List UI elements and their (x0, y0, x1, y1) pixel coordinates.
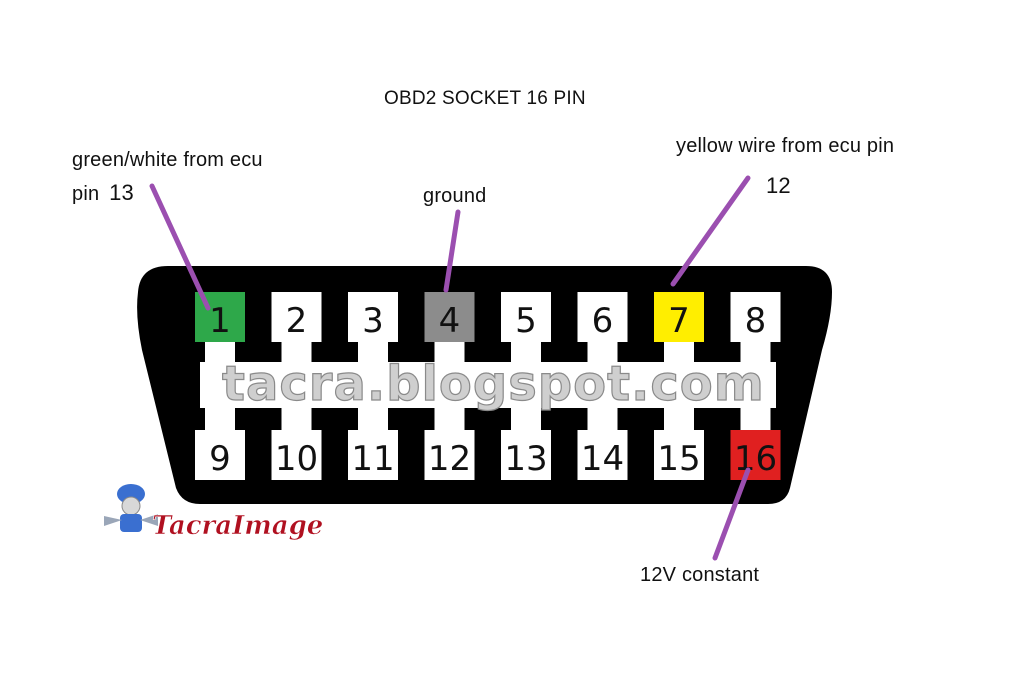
pin-8-tab (740, 340, 771, 364)
pin-4-tab (434, 340, 465, 364)
pin-7-tab (664, 340, 694, 364)
pin-11-box (348, 430, 398, 480)
pin4-pointer-line (443, 209, 461, 293)
connector-center-channel (200, 362, 776, 408)
pin-6-box (577, 292, 628, 342)
diagram-title: OBD2 SOCKET 16 PIN (384, 88, 586, 109)
pin-3-number: 3 (362, 301, 384, 341)
pin1-label-prefix: pin (72, 183, 100, 205)
pin-11-tab (358, 406, 388, 432)
pin-1-number: 1 (209, 301, 231, 341)
pin-9: 9 (195, 406, 245, 480)
pin-3: 3 (348, 292, 398, 364)
pin16-pointer-line (712, 467, 751, 561)
pin-11: 11 (348, 406, 398, 480)
pin-10: 10 (271, 406, 322, 480)
pin-2: 2 (271, 292, 322, 364)
pin7-label-line1: yellow wire from ecu pin (676, 135, 895, 157)
pin-12-tab (434, 406, 465, 432)
pin-7: 7 (654, 292, 704, 364)
pin-16-box (730, 430, 781, 480)
pin1-label-line1: green/white from ecu (72, 149, 263, 171)
pin-6-tab (587, 340, 618, 364)
pins-top-row: 1 2 3 4 5 6 7 8 (195, 292, 781, 364)
pin-1: 1 (195, 292, 245, 364)
pin-16-tab (740, 406, 771, 432)
pin-12-number: 12 (428, 439, 471, 479)
pin-14: 14 (577, 406, 628, 480)
pin-8-number: 8 (745, 301, 767, 341)
pin-7-box (654, 292, 704, 342)
pin7-ecu-pin-number: 12 (766, 173, 791, 198)
pin-1-tab (205, 340, 235, 364)
pin-6: 6 (577, 292, 628, 364)
mechanic-icon (104, 484, 158, 532)
pin-16: 16 (730, 406, 781, 480)
pin-13-box (501, 430, 551, 480)
pin-3-box (348, 292, 398, 342)
tacra-logo: TacraImage (104, 484, 324, 541)
pin-7-number: 7 (668, 301, 690, 341)
pin-5-number: 5 (515, 301, 537, 341)
pin-4-box (424, 292, 475, 342)
pin-4-number: 4 (439, 301, 461, 341)
pins-bottom-row: 9 10 11 12 13 14 15 16 (195, 406, 781, 480)
pin-6-number: 6 (592, 301, 614, 341)
pin-14-box (577, 430, 628, 480)
pin-9-box (195, 430, 245, 480)
pin-14-tab (587, 406, 618, 432)
pin-12-box (424, 430, 475, 480)
pin-16-number: 16 (734, 439, 777, 479)
pin1-pointer-line (149, 183, 211, 311)
pin-2-box (271, 292, 322, 342)
pin-13-number: 13 (504, 439, 547, 479)
pin-9-number: 9 (209, 439, 231, 479)
pin-10-box (271, 430, 322, 480)
pin-11-number: 11 (351, 439, 394, 479)
pin-15-tab (664, 406, 694, 432)
pin-15-box (654, 430, 704, 480)
pin16-label: 12V constant (640, 564, 760, 586)
pin-8-box (730, 292, 781, 342)
pin-4: 4 (424, 292, 475, 364)
pin-8: 8 (730, 292, 781, 364)
pin-15: 15 (654, 406, 704, 480)
pin-12: 12 (424, 406, 475, 480)
pin4-label: ground (423, 185, 487, 207)
pin-13: 13 (501, 406, 551, 480)
pin7-pointer-line (670, 175, 751, 287)
pin-2-number: 2 (286, 301, 308, 341)
pin-3-tab (358, 340, 388, 364)
pin-9-tab (205, 406, 235, 432)
pin-13-tab (511, 406, 541, 432)
logo-text: TacraImage (152, 511, 323, 541)
watermark-text: tacra.blogspot.com (222, 356, 765, 412)
pin-10-number: 10 (275, 439, 318, 479)
pin1-ecu-pin-number: 13 (109, 180, 134, 205)
pin-2-tab (281, 340, 312, 364)
pin-10-tab (281, 406, 312, 432)
pin-14-number: 14 (581, 439, 624, 479)
pin-5-box (501, 292, 551, 342)
pin-5-tab (511, 340, 541, 364)
pin-5: 5 (501, 292, 551, 364)
pin1-label-line2: pin 13 (72, 180, 134, 206)
pin-15-number: 15 (657, 439, 700, 479)
